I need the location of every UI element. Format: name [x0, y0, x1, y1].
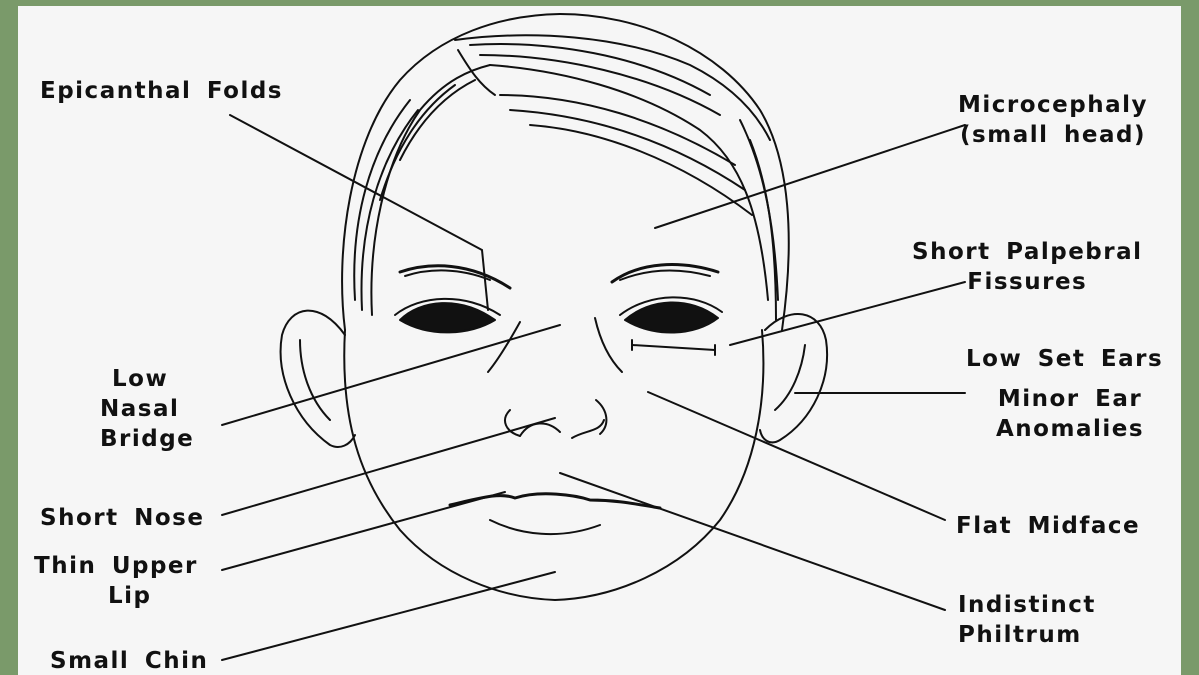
label-low-nasal-line3: Bridge: [100, 424, 194, 454]
label-microcephaly-line1: Microcephaly: [958, 90, 1148, 120]
diagram-frame: Epicanthal Folds Microcephaly (small hea…: [18, 6, 1181, 675]
pointer-midface: [648, 392, 945, 520]
pointer-epicanthal: [230, 115, 488, 310]
pointer-microcephaly: [655, 125, 965, 228]
label-thin-upper-lip-line1: Thin Upper: [34, 551, 198, 581]
label-minor-ear-line2: Anomalies: [996, 414, 1144, 444]
label-low-set-ears: Low Set Ears: [966, 344, 1163, 374]
label-short-palpebral-line1: Short Palpebral: [912, 237, 1143, 267]
pointer-short-nose: [222, 418, 555, 515]
label-short-palpebral-fissures: Short Palpebral Fissures: [912, 237, 1143, 297]
label-low-nasal-line1: Low: [100, 364, 194, 394]
label-minor-ear-line1: Minor Ear: [996, 384, 1144, 414]
label-thin-upper-lip-line2: Lip: [34, 581, 198, 611]
label-epicanthal-folds: Epicanthal Folds: [40, 76, 283, 106]
label-minor-ear-anomalies: Minor Ear Anomalies: [996, 384, 1144, 444]
pointer-lip: [222, 492, 505, 570]
pointer-chin: [222, 572, 555, 660]
label-indistinct-philtrum: Indistinct Philtrum: [958, 590, 1096, 650]
label-low-nasal-line2: Nasal: [100, 394, 194, 424]
label-low-nasal-bridge: Low Nasal Bridge: [100, 364, 194, 454]
label-short-palpebral-line2: Fissures: [912, 267, 1143, 297]
label-small-chin: Small Chin: [50, 646, 208, 675]
label-thin-upper-lip: Thin Upper Lip: [34, 551, 198, 611]
label-indistinct-philtrum-line2: Philtrum: [958, 620, 1096, 650]
label-short-nose: Short Nose: [40, 503, 204, 533]
label-indistinct-philtrum-line1: Indistinct: [958, 590, 1096, 620]
label-microcephaly: Microcephaly (small head): [958, 90, 1148, 150]
label-microcephaly-line2: (small head): [958, 120, 1148, 150]
label-flat-midface: Flat Midface: [956, 511, 1140, 541]
left-ear: [281, 311, 355, 447]
